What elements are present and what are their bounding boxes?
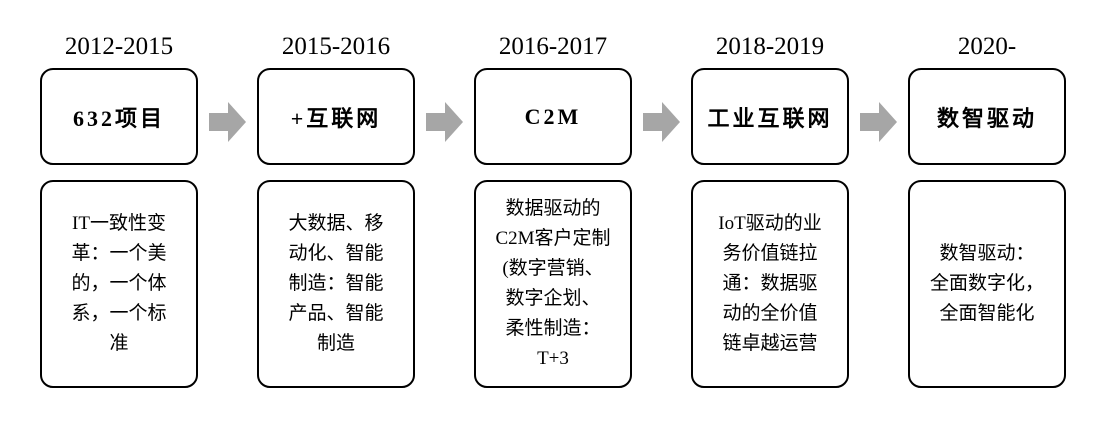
arrow-right-icon — [642, 101, 680, 142]
stage-description-box: 大数据、移 动化、智能 制造：智能 产品、智能 制造 — [257, 180, 415, 388]
arrow-right-icon — [208, 101, 246, 142]
stage-period: 2020- — [957, 33, 1017, 60]
stage-title-box: +互联网 — [257, 68, 415, 165]
stage-title-box: C2M — [474, 68, 632, 165]
stage-period: 2015-2016 — [281, 33, 391, 60]
stage-period: 2018-2019 — [715, 33, 825, 60]
stage-description: 数据驱动的 C2M客户定制 (数字营销、 数字企划、 柔性制造： T+3 — [495, 198, 611, 369]
stage-title: 工业互联网 — [707, 105, 833, 131]
stage-period: 2016-2017 — [498, 33, 608, 60]
stage-description-box: 数据驱动的 C2M客户定制 (数字营销、 数字企划、 柔性制造： T+3 — [474, 180, 632, 388]
stage-title: C2M — [524, 103, 582, 129]
stage-title-box: 工业互联网 — [691, 68, 849, 165]
stage-title-box: 数智驱动 — [908, 68, 1066, 165]
stage-description: 数智驱动： 全面数字化， 全面智能化 — [929, 243, 1044, 324]
stage-description-box: 数智驱动： 全面数字化， 全面智能化 — [908, 180, 1066, 388]
stage-title-box: 632项目 — [40, 68, 198, 165]
timeline-diagram: 2012-2015 632项目 IT一致性变 革：一个美 的，一个体 系，一个标… — [40, 26, 1066, 388]
stage-title: 数智驱动 — [936, 105, 1037, 131]
stage-title: +互联网 — [290, 105, 382, 131]
stage-description-box: IoT驱动的业 务价值链拉 通：数据驱 动的全价值 链卓越运营 — [691, 180, 849, 388]
arrow-right-icon — [859, 101, 897, 142]
stage-description-box: IT一致性变 革：一个美 的，一个体 系，一个标 准 — [40, 180, 198, 388]
stage-title: 632项目 — [72, 105, 165, 131]
stage-description: 大数据、移 动化、智能 制造：智能 产品、智能 制造 — [288, 213, 384, 354]
arrow-right-icon — [425, 101, 463, 142]
stage-period: 2012-2015 — [64, 33, 174, 60]
stage-description: IoT驱动的业 务价值链拉 通：数据驱 动的全价值 链卓越运营 — [718, 213, 822, 354]
stage-description: IT一致性变 革：一个美 的，一个体 系，一个标 准 — [71, 213, 167, 354]
